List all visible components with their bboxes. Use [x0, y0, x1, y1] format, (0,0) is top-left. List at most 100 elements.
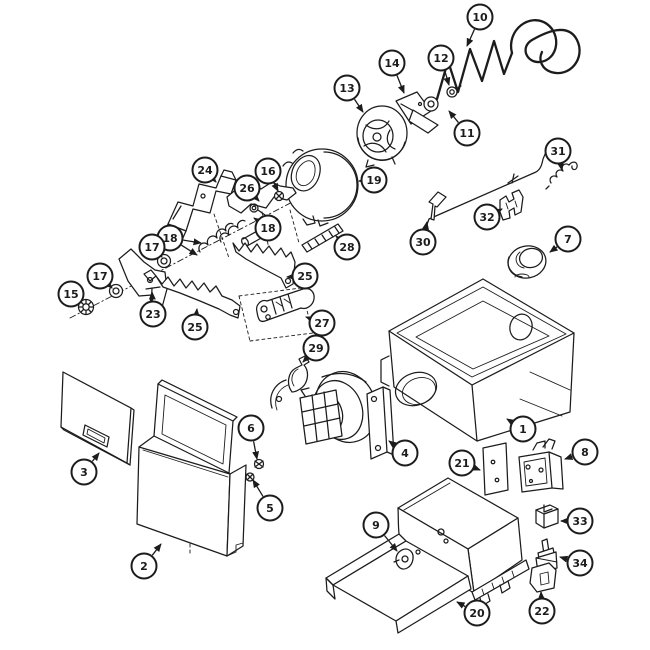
- callout-number-9: 9: [372, 519, 380, 532]
- callout-number-25: 25: [187, 321, 202, 334]
- callout-balloon-17: [138, 233, 166, 261]
- callout-leader-26: [251, 193, 260, 202]
- callout-balloon-28: [333, 233, 361, 261]
- callout-leader-10: [466, 29, 476, 47]
- callout-9: 9: [362, 511, 398, 552]
- callout-balloon-18: [254, 214, 282, 242]
- callout-leader-16: [271, 182, 279, 192]
- part-relay-cube: [535, 504, 559, 529]
- callout-leader-34: [559, 555, 569, 563]
- callout-number-31: 31: [550, 145, 565, 158]
- callout-leader-7: [549, 244, 559, 253]
- callout-23: 23: [139, 291, 167, 328]
- callout-balloon-8: [571, 438, 599, 466]
- callout-number-1: 1: [519, 423, 527, 436]
- callout-number-17: 17: [144, 241, 159, 254]
- callout-leader-18: [183, 238, 202, 246]
- callout-leader-14: [396, 75, 405, 94]
- callout-number-11: 11: [459, 127, 474, 140]
- part-mount-bracket: [395, 91, 439, 134]
- callout-number-23: 23: [145, 308, 160, 321]
- callout-number-22: 22: [534, 605, 549, 618]
- callout-leader-1: [506, 418, 516, 426]
- callout-balloon-12: [427, 44, 455, 72]
- callout-25: 25: [181, 308, 209, 341]
- callout-balloon-32: [473, 203, 501, 231]
- part-washer-5: [245, 472, 255, 482]
- callout-28: 28: [333, 233, 361, 261]
- callout-balloon-31: [544, 137, 572, 165]
- part-auger-motor: [299, 371, 395, 460]
- callout-leader-24: [208, 174, 217, 183]
- part-hatched-shaft: [301, 223, 344, 253]
- callout-10: 10: [466, 3, 494, 47]
- callout-balloon-23: [139, 300, 167, 328]
- callout-number-10: 10: [472, 11, 488, 24]
- callout-leader-3: [91, 452, 100, 462]
- callout-4: 4: [388, 439, 419, 467]
- callout-14: 14: [378, 49, 406, 94]
- callout-number-8: 8: [581, 446, 589, 459]
- part-bucket: [136, 379, 247, 557]
- callout-number-32: 32: [479, 211, 494, 224]
- callout-13: 13: [333, 74, 364, 113]
- callout-12: 12: [427, 44, 455, 86]
- callout-balloon-21: [448, 449, 476, 477]
- callout-11: 11: [448, 110, 481, 147]
- callout-leader-13: [353, 98, 364, 113]
- part-grommets: [108, 253, 172, 299]
- callout-16: 16: [254, 157, 282, 192]
- callout-leader-27: [305, 316, 315, 323]
- part-screw-16: [273, 190, 285, 202]
- callout-balloon-26: [233, 174, 261, 202]
- callout-19: 19: [358, 166, 388, 194]
- part-bearing-ring: [423, 96, 439, 112]
- part-ice-bin: [380, 273, 575, 442]
- callout-number-4: 4: [401, 447, 409, 460]
- callout-leader-20: [456, 601, 466, 609]
- callout-21: 21: [448, 449, 481, 477]
- callout-15: 15: [57, 280, 85, 308]
- callout-number-6: 6: [247, 422, 255, 435]
- callout-balloon-25: [181, 313, 209, 341]
- callout-balloon-27: [308, 309, 336, 337]
- callout-number-18: 18: [260, 222, 275, 235]
- callout-number-34: 34: [572, 557, 588, 570]
- callout-34: 34: [559, 549, 594, 577]
- part-mount-bracket-22: [529, 562, 557, 593]
- callout-balloon-29: [302, 334, 330, 362]
- callout-balloon-1: [509, 415, 537, 443]
- callout-number-16: 16: [260, 165, 276, 178]
- callout-leader-8: [564, 453, 574, 460]
- callout-balloon-9: [362, 511, 390, 539]
- callout-balloon-19: [360, 166, 388, 194]
- callout-3: 3: [70, 452, 100, 486]
- part-cover-plate: [482, 442, 509, 496]
- callout-balloon-22: [528, 597, 556, 625]
- callout-31: 31: [544, 137, 572, 171]
- callout-leader-9: [383, 535, 398, 552]
- callout-balloon-20: [463, 599, 491, 627]
- callout-number-2: 2: [140, 560, 148, 573]
- callout-number-20: 20: [469, 607, 485, 620]
- callout-balloon-3: [70, 458, 98, 486]
- part-slide-tray: [325, 477, 530, 634]
- callout-32: 32: [473, 203, 503, 231]
- callout-5: 5: [252, 479, 284, 522]
- callout-number-25: 25: [297, 270, 312, 283]
- callout-leader-17: [104, 280, 113, 289]
- callout-number-14: 14: [384, 57, 400, 70]
- callout-number-17: 17: [92, 270, 107, 283]
- callout-18: 18: [253, 214, 282, 242]
- callout-balloon-2: [130, 552, 158, 580]
- callout-number-12: 12: [433, 52, 448, 65]
- callout-leader-5: [252, 479, 264, 497]
- part-round-plate: [282, 148, 359, 227]
- callout-26: 26: [233, 174, 261, 202]
- callout-29: 29: [302, 334, 330, 363]
- callout-balloon-16: [254, 157, 282, 185]
- callout-leader-28: [335, 235, 344, 244]
- callout-balloon-33: [566, 507, 594, 535]
- callout-number-7: 7: [564, 233, 572, 246]
